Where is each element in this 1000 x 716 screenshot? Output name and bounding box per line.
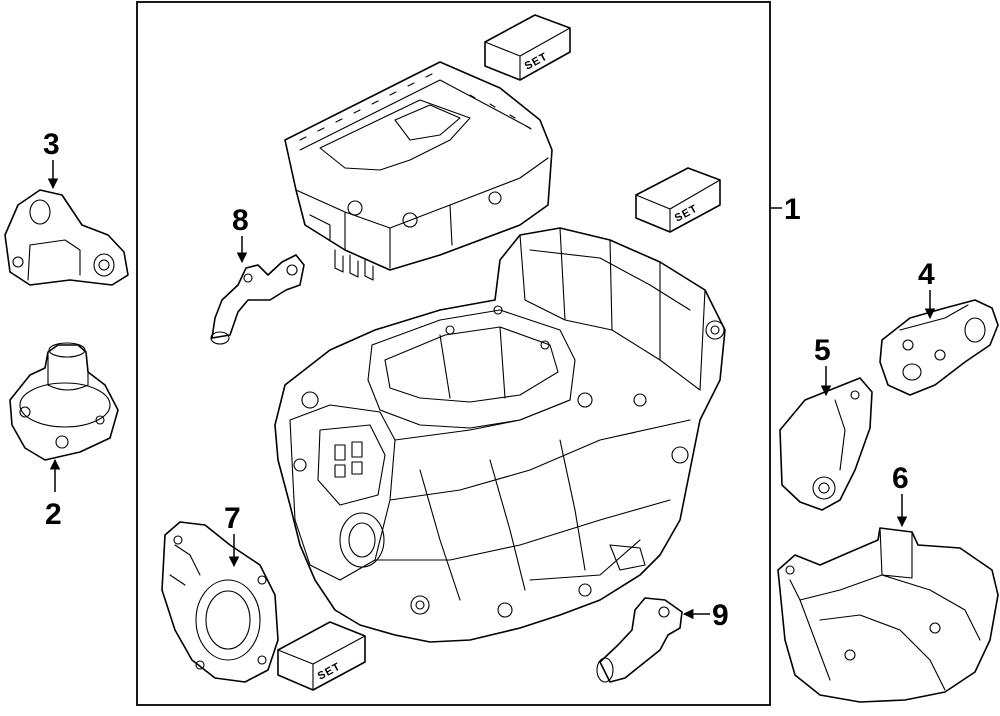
- callout-7: 7: [224, 502, 241, 535]
- mount-insulator-2: [9, 342, 119, 461]
- end-cover-plate: [161, 521, 279, 683]
- mount-bracket-4: [879, 299, 999, 396]
- callout-4: 4: [918, 258, 935, 291]
- motor-transaxle-assembly: [274, 227, 726, 643]
- support-bracket-6: [777, 527, 999, 703]
- callout-8: 8: [232, 204, 249, 237]
- inverter-unit: [284, 61, 553, 281]
- callout-3: 3: [43, 128, 60, 161]
- coolant-pipe-upper: [210, 254, 305, 345]
- callout-1: 1: [784, 193, 801, 226]
- callout-9: 9: [712, 599, 729, 632]
- set-box-top: SET: [484, 14, 571, 81]
- set-box-bottom: SET: [277, 621, 366, 691]
- callout-6: 6: [892, 462, 909, 495]
- mount-bracket-5: [779, 377, 873, 511]
- set-box-right: SET: [635, 167, 721, 233]
- mount-bracket-3: [4, 189, 129, 286]
- coolant-outlet: [596, 597, 683, 683]
- assembly-frame: [136, 1, 771, 706]
- callout-5: 5: [814, 334, 831, 367]
- callout-2: 2: [45, 498, 62, 531]
